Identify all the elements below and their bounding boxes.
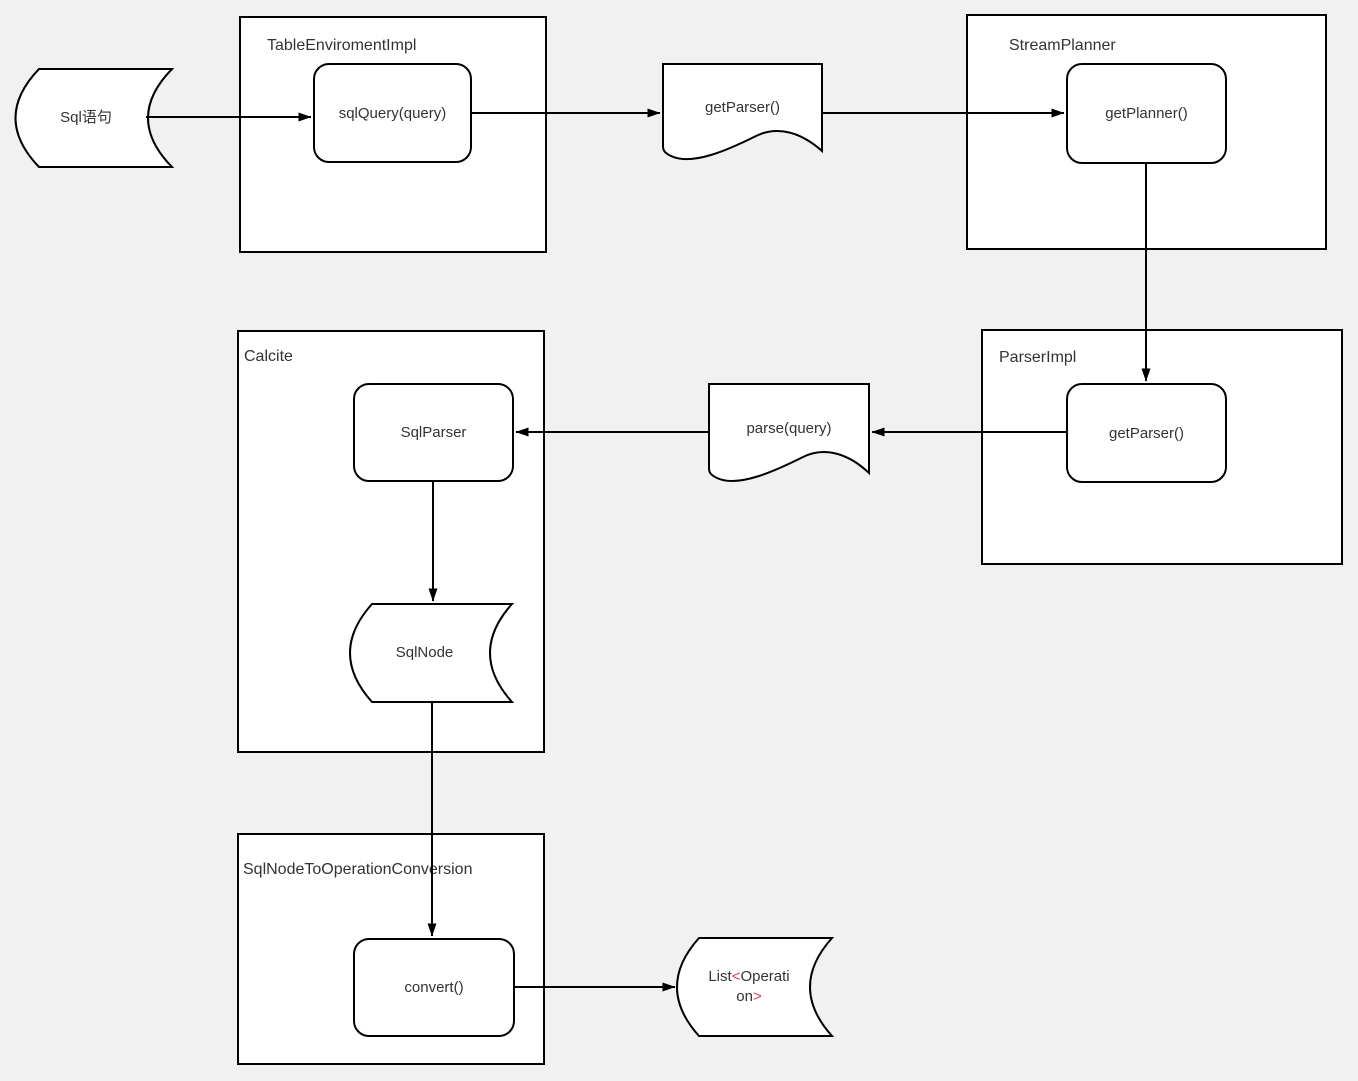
container-title-sql-node-to-operation-conversion: SqlNodeToOperationConversion xyxy=(243,861,473,878)
node-label-sql-parser: SqlParser xyxy=(400,424,467,441)
node-sql-query: sqlQuery(query) xyxy=(313,63,472,163)
container-title-calcite: Calcite xyxy=(244,348,293,365)
node-label-get-parser-document: getParser() xyxy=(704,99,781,116)
container-title-table-environment-impl: TableEnviromentImpl xyxy=(267,37,417,54)
node-convert: convert() xyxy=(353,938,515,1037)
node-label-parse-query-document: parse(query) xyxy=(746,420,832,437)
node-label-sql-query: sqlQuery(query) xyxy=(338,104,447,122)
node-label-sql-node: SqlNode xyxy=(395,644,454,661)
red-angle-bracket-close: > xyxy=(752,988,762,1005)
node-label-sql-statement: Sql语句 xyxy=(60,109,112,126)
node-label-get-parser: getParser() xyxy=(1108,424,1185,442)
node-get-planner: getPlanner() xyxy=(1066,63,1227,164)
container-title-stream-planner: StreamPlanner xyxy=(1009,37,1116,54)
container-table-environment-impl: TableEnviromentImpl xyxy=(239,16,547,253)
node-label-list-operation: List<Operati on> xyxy=(708,968,790,1005)
node-label-convert: convert() xyxy=(404,979,464,996)
node-sql-parser: SqlParser xyxy=(353,383,514,482)
node-label-get-planner: getPlanner() xyxy=(1105,105,1188,122)
container-title-parser-impl: ParserImpl xyxy=(999,349,1077,366)
node-get-parser: getParser() xyxy=(1066,383,1227,483)
